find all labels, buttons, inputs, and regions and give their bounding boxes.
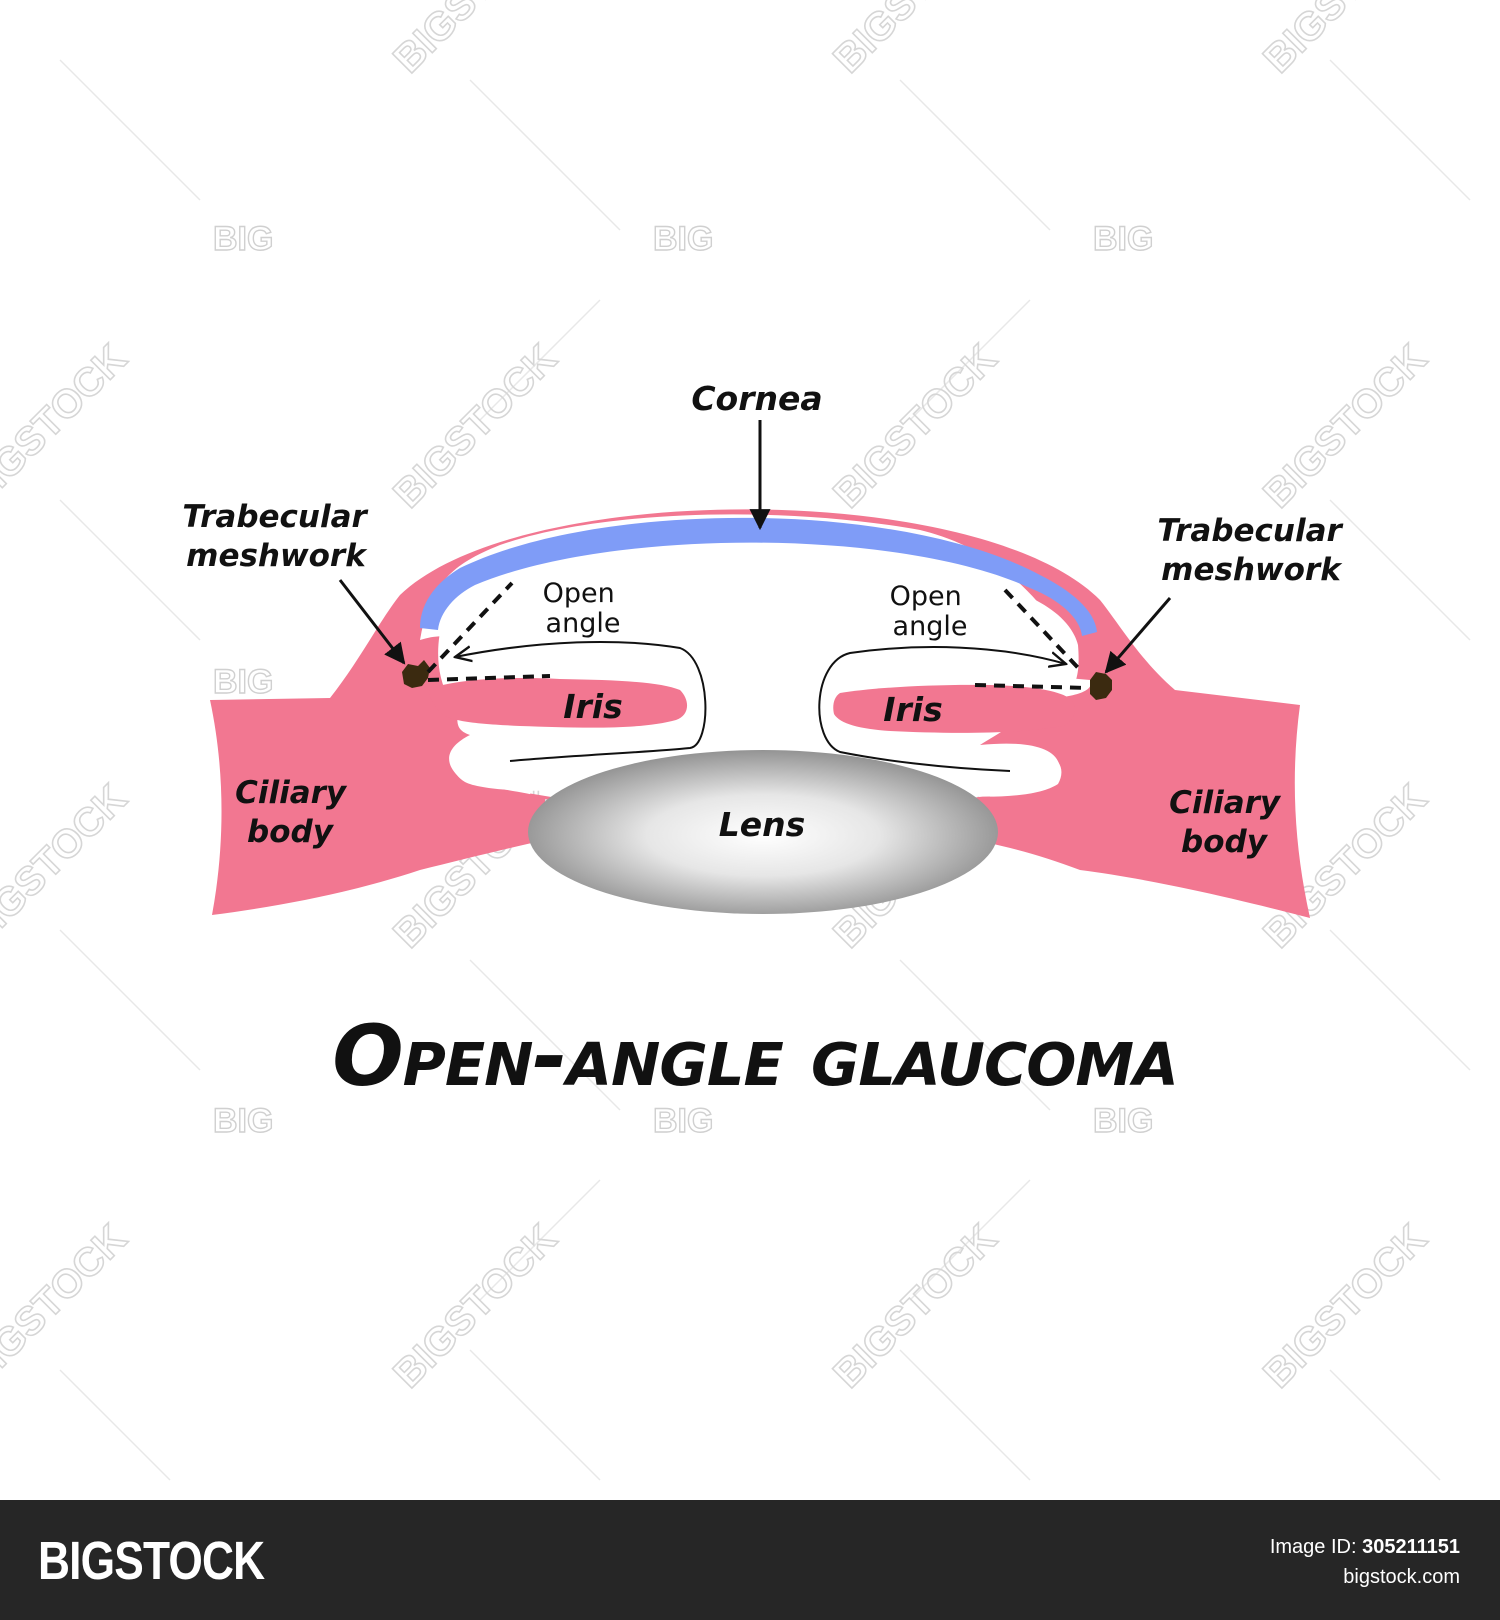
angle-dashes [426, 581, 1089, 690]
label-open-angle-right-line2: angle [893, 611, 968, 642]
label-open-angle-left-line2: angle [546, 608, 621, 639]
watermark-word: BIGSTOCK [825, 1216, 1005, 1396]
watermark-short: BIG [1093, 220, 1153, 258]
watermark-word: BIGSTOCK [1255, 0, 1435, 81]
label-trabecular-right: Trabecular meshwork [1157, 513, 1352, 588]
label-ciliary-left-line2: body [247, 814, 335, 850]
watermark-lines [59, 59, 1471, 1481]
site-link[interactable]: bigstock.com [1343, 1566, 1460, 1588]
label-trabecular-right-line1: Trabecular [1157, 513, 1343, 549]
trabecular-left-pointer-arrow [338, 579, 406, 665]
watermark-short: BIG [653, 220, 713, 258]
watermark-word: BIGSTOCK [0, 336, 135, 516]
cornea-layer [420, 517, 1097, 636]
label-ciliary-left-line1: Ciliary [235, 775, 348, 811]
watermark-word: BIGSTOCK [0, 1216, 135, 1396]
watermark-word: BIGSTOCK [385, 1216, 565, 1396]
bigstock-logo[interactable]: BIGSTOCK [38, 1531, 265, 1591]
label-trabecular-right-line2: meshwork [1161, 552, 1343, 588]
label-ciliary-right: Ciliary body [1169, 785, 1291, 860]
flow-arrow-right [818, 646, 1066, 772]
trabecular-meshwork-right [1090, 672, 1112, 700]
posterior-channel-left [453, 737, 620, 791]
flow-arrow-left [455, 640, 707, 762]
label-trabecular-left-line2: meshwork [186, 538, 368, 574]
watermark-word: BIGSTOCK [825, 0, 1005, 81]
watermark-short: BIG [213, 663, 273, 701]
posterior-channel-right [940, 749, 1062, 797]
iris-right [833, 684, 1075, 733]
label-lens: Lens [719, 805, 806, 844]
image-id-value: 305211151 [1362, 1536, 1460, 1558]
label-ciliary-left: Ciliary body [235, 775, 357, 850]
trabecular-meshwork-left [402, 660, 430, 688]
eye-tissue [210, 509, 1310, 918]
label-cornea: Cornea [691, 379, 822, 418]
watermark-word: BIGSTOCK [0, 776, 135, 956]
label-trabecular-left-line1: Trabecular [182, 499, 368, 535]
watermark-short: BIG [213, 220, 273, 258]
stock-footer: BIGSTOCK Image ID: 305211151 bigstock.co… [0, 1500, 1500, 1620]
diagram-title: Open-angle glaucoma [332, 1007, 1178, 1105]
label-trabecular-left: Trabecular meshwork [182, 499, 377, 574]
watermark-short: BIG [213, 1102, 273, 1140]
label-iris-left: Iris [563, 687, 623, 726]
watermark-short: BIG [653, 1102, 713, 1140]
trabecular-right-pointer-arrow [1104, 597, 1172, 674]
watermark-word: BIGSTOCK [385, 0, 565, 81]
watermark-word: BIGSTOCK [825, 336, 1005, 516]
label-ciliary-right-line2: body [1181, 824, 1269, 860]
watermark-short: BIG [1093, 1102, 1153, 1140]
label-open-angle-right-line1: Open [890, 581, 962, 612]
lens [528, 750, 998, 914]
label-open-angle-left: Open angle [543, 578, 624, 639]
label-iris-right: Iris [883, 690, 943, 729]
image-id-row: Image ID: 305211151 [1270, 1532, 1460, 1562]
image-info: Image ID: 305211151 bigstock.com [1270, 1532, 1460, 1592]
label-open-angle-right: Open angle [890, 581, 971, 642]
watermark-word: BIGSTOCK [385, 336, 565, 516]
label-ciliary-right-line1: Ciliary [1169, 785, 1282, 821]
label-open-angle-left-line1: Open [543, 578, 615, 609]
watermark-word: BIGSTOCK [1255, 336, 1435, 516]
watermark-word: BIGSTOCK [1255, 1216, 1435, 1396]
diagram-canvas: BIGSTOCK BIGSTOCK BIGSTOCK BIGSTOCK BIGS… [0, 0, 1471, 1481]
iris-left [429, 678, 688, 728]
image-id-label: Image ID: [1269, 1536, 1357, 1558]
pink-tissue [210, 509, 1310, 918]
